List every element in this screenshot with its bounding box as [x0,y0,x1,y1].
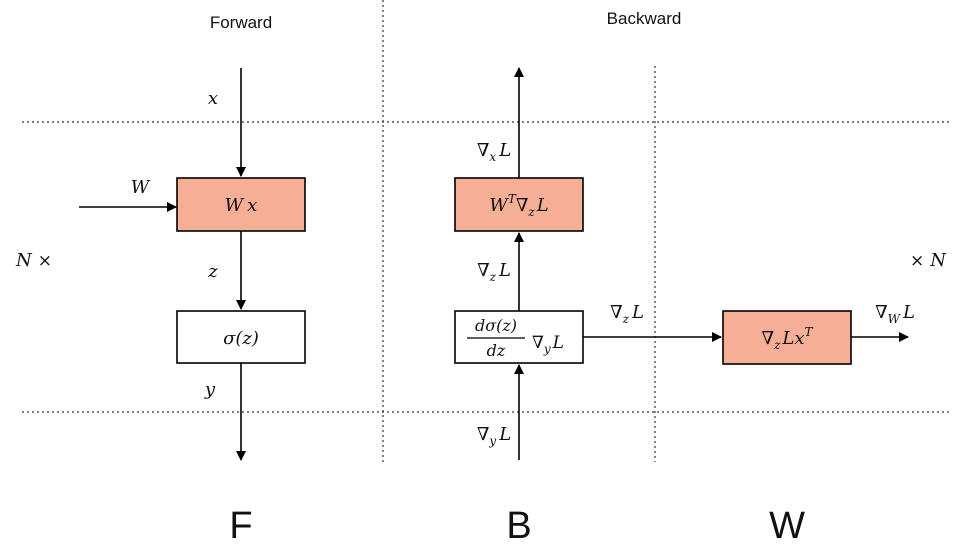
box-weight-grad [722,310,852,365]
label-x: x [208,88,218,109]
backward-header: Backward [607,9,682,28]
svg-text:∇yL: ∇yL [532,333,564,356]
label-z: z [207,261,218,282]
box-forward-sigma [176,310,306,364]
forward-header: Forward [210,13,272,32]
label-y: y [204,379,216,400]
column-label-f: F [229,505,252,547]
right-multiplier: ×N [910,250,947,271]
box-backward-dsigma [454,310,584,364]
svg-text:dz: dz [487,341,506,360]
box-forward-sigma-label: σ(z) [223,328,259,349]
svg-text:dσ(z): dσ(z) [475,316,517,335]
box-forward-wx [176,177,306,232]
left-multiplier: N× [15,250,52,271]
column-label-w: W [769,505,805,547]
column-label-b: B [506,505,531,547]
label-w: W [131,177,151,198]
box-backward-wt [454,177,584,232]
